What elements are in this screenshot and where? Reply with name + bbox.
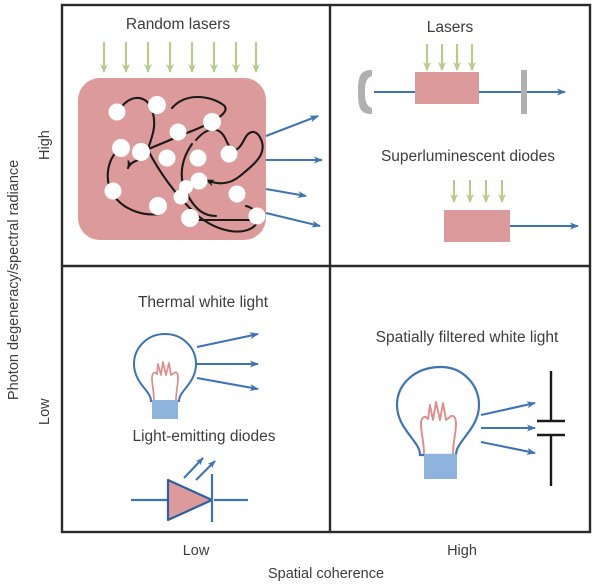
light-bulb-icon [132, 332, 198, 419]
spatially-filtered-output-arrows [480, 401, 536, 455]
random-lasers-label: Random lasers [126, 16, 230, 33]
aperture-slit-icon [537, 371, 565, 486]
x-axis-tick-low: Low [183, 543, 210, 559]
led-emission-arrows [183, 457, 216, 481]
quadrant-bottom-left: Thermal white light Light-emitting diode… [131, 294, 276, 522]
y-axis-title: Photon degeneracy/spectral radiance [6, 160, 22, 400]
light-bulb-with-aperture-icon [395, 365, 481, 479]
y-axis-tick-low: Low [37, 398, 53, 425]
quadrant-bottom-right: Spatially filtered white light [376, 329, 565, 486]
quadrant-top-left: Random lasers [78, 16, 323, 240]
pump-arrows-lasers [423, 44, 476, 71]
random-laser-output-arrows [265, 115, 323, 228]
x-axis: Low High Spatial coherence [183, 543, 477, 582]
superluminescent-diode-block-icon [444, 210, 510, 242]
thermal-white-light-label: Thermal white light [138, 294, 269, 311]
pump-arrows-random-lasers [100, 42, 260, 73]
laser-gain-medium-icon [415, 72, 479, 104]
x-axis-tick-high: High [447, 543, 477, 559]
pump-arrows-superluminescent-diodes [450, 180, 506, 203]
quadrant-top-right: Lasers Superluminescent diodes [358, 19, 579, 242]
x-axis-title: Spatial coherence [268, 566, 384, 582]
laser-back-mirror-icon [358, 70, 372, 114]
y-axis-tick-high: High [37, 130, 53, 160]
laser-output-coupler-icon [521, 70, 527, 114]
y-axis: Photon degeneracy/spectral radiance High… [6, 130, 53, 425]
led-symbol-icon [131, 474, 248, 522]
thermal-light-output-arrows [196, 332, 259, 392]
superluminescent-diodes-label: Superluminescent diodes [381, 148, 555, 165]
scatterer-dots [104, 96, 266, 227]
light-emitting-diodes-label: Light-emitting diodes [132, 428, 275, 445]
spatially-filtered-white-light-label: Spatially filtered white light [376, 329, 559, 346]
lasers-label: Lasers [427, 19, 474, 36]
